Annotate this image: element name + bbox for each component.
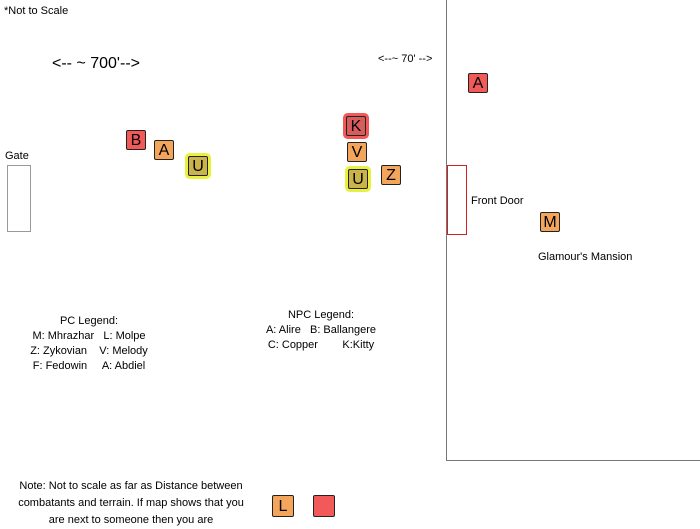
token-u-left[interactable]: U (188, 156, 208, 176)
scale-700ft-label: <-- ~ 700'--> (52, 55, 140, 72)
pc-legend-title: PC Legend: (59, 315, 119, 327)
front-door-label: Front Door (471, 195, 524, 207)
pc-legend-line: Z: Zykovian V: Melody (30, 345, 148, 357)
token-b-ballangere[interactable]: B (126, 130, 146, 150)
front-door-marker (447, 165, 467, 235)
scale-70ft-label: <--~ 70' --> (378, 53, 433, 65)
mansion-bottom-wall-line (446, 460, 700, 461)
token-z-zykovian[interactable]: Z (381, 165, 401, 185)
gate-marker (7, 165, 31, 232)
token-m-mhrazhar[interactable]: M (540, 212, 560, 232)
token-u-middle[interactable]: U (348, 169, 368, 189)
scale-note: Note: Not to scale as far as Distance be… (0, 478, 262, 529)
scale-note-line: Note: Not to scale as far as Distance be… (19, 480, 243, 492)
gate-label: Gate (5, 150, 29, 162)
pc-legend: PC Legend: M: Mhrazhar L: Molpe Z: Zykov… (14, 314, 164, 374)
npc-legend-line: C: Copper K:Kitty (267, 339, 375, 351)
pc-legend-line: F: Fedowin A: Abdiel (32, 360, 146, 372)
npc-legend-line: A: Alire B: Ballangere (265, 324, 377, 336)
token-blank-red[interactable] (313, 495, 335, 517)
mansion-label: Glamour's Mansion (538, 251, 633, 263)
token-a-alire[interactable]: A (468, 73, 488, 93)
token-k-kitty[interactable]: K (346, 116, 366, 136)
npc-legend: NPC Legend: A: Alire B: Ballangere C: Co… (246, 308, 396, 353)
not-to-scale-label: *Not to Scale (4, 5, 69, 17)
scale-note-line: are next to someone then you are (48, 514, 214, 526)
scale-note-line: combatants and terrain. If map shows tha… (18, 497, 244, 509)
token-a-abdiel[interactable]: A (154, 140, 174, 160)
mansion-wall-line (446, 0, 447, 461)
token-v-melody[interactable]: V (347, 142, 367, 162)
token-l-molpe[interactable]: L (272, 495, 294, 517)
pc-legend-line: M: Mhrazhar L: Molpe (32, 330, 146, 342)
npc-legend-title: NPC Legend: (287, 309, 355, 321)
